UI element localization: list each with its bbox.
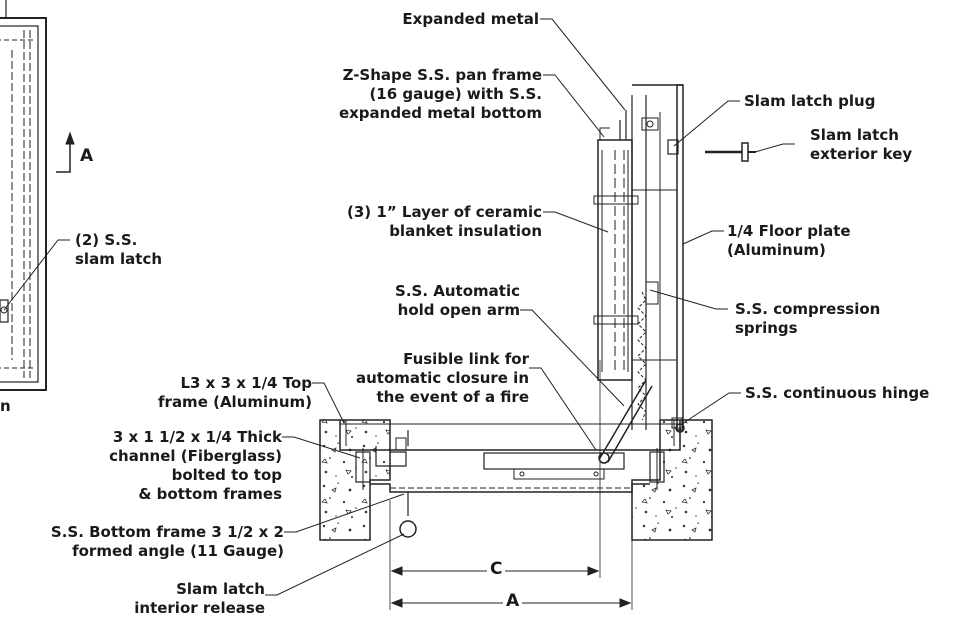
label-hold-open-line1: S.S. Automatic [395,282,520,300]
label-exterior-key-line2: exterior key [810,145,913,163]
label-hold-open-arm: S.S. Automatic hold open arm [395,282,520,320]
label-top-frame: L3 x 3 x 1/4 Top frame (Aluminum) [158,374,312,412]
fiberglass-channel [355,448,665,490]
expanded-metal-lip [599,110,627,140]
bottom-frame [370,483,650,493]
label-exterior-key: Slam latch exterior key [810,126,912,164]
label-exterior-key-line1: Slam latch [810,126,899,144]
label-interior-release-line2: interior release [134,599,265,617]
label-pan-frame-line1: Z-Shape S.S. pan frame [342,66,542,84]
label-fusible-link: Fusible link for automatic closure in th… [356,350,529,407]
slam-latch-plug [641,117,679,155]
centerline [389,360,633,610]
interior-release-ring [399,520,417,538]
continuous-hinge [671,417,685,433]
label-slam-latch-plug: Slam latch plug [744,92,876,110]
label-bottom-frame-line2: formed angle (11 Gauge) [72,542,284,560]
label-fiberglass-channel: 3 x 1 1/2 x 1/4 Thick channel (Fiberglas… [109,428,282,504]
label-pan-frame: Z-Shape S.S. pan frame (16 gauge) with S… [339,66,542,123]
label-fusible-line1: Fusible link for [403,350,529,368]
label-continuous-hinge: S.S. continuous hinge [745,384,930,402]
leader-lines [3,18,795,596]
door-frame-channels [631,95,677,430]
hold-open-arm [598,379,653,464]
pan-frame-insulation [593,139,639,381]
slam-latch-key [705,142,756,162]
compression-springs [637,281,659,421]
label-pan-frame-line3: expanded metal bottom [338,104,542,122]
plan-view-partial [0,0,47,391]
label-interior-release: Slam latch interior release [134,580,265,618]
dimension-c-label: C [487,559,506,579]
top-frame [339,420,681,451]
label-insulation-line2: blanket insulation [389,222,542,240]
label-floor-plate-line2: (Aluminum) [727,241,826,259]
slam-latch-bracket [375,430,409,516]
partial-text: n [0,397,11,415]
label-interior-release-line1: Slam latch [176,580,265,598]
label-fusible-line2: automatic closure in [355,369,529,387]
label-channel-line4: & bottom frames [138,485,282,503]
label-expanded-metal: Expanded metal [402,10,539,28]
floor-plate [632,84,684,431]
concrete-slab-right [631,419,713,541]
label-slam-latch: (2) S.S. slam latch [75,231,162,269]
label-compression-springs: S.S. compression springs [735,300,880,338]
label-floor-plate: 1/4 Floor plate (Aluminum) [727,222,851,260]
section-marker-label: A [80,146,94,166]
label-top-frame-line1: L3 x 3 x 1/4 Top [180,374,312,392]
label-channel-line2: channel (Fiberglass) [109,447,282,465]
label-channel-line1: 3 x 1 1/2 x 1/4 Thick [112,428,282,446]
label-bottom-frame-line1: S.S. Bottom frame 3 1/2 x 2 [50,523,284,541]
label-fusible-line3: the event of a fire [376,388,529,406]
label-insulation: (3) 1” Layer of ceramic blanket insulati… [347,203,542,241]
label-insulation-line1: (3) 1” Layer of ceramic [347,203,542,221]
dimension-a-label: A [503,591,523,611]
label-hold-open-line2: hold open arm [397,301,520,319]
label-slam-latch-line2: slam latch [75,250,163,268]
label-springs-line1: S.S. compression [735,300,881,318]
label-springs-line2: springs [735,319,798,337]
label-floor-plate-line1: 1/4 Floor plate [727,222,851,240]
label-pan-frame-line2: (16 gauge) with S.S. [369,85,542,103]
section-marker-arrow [56,131,75,173]
concrete-slab-left [319,419,391,541]
label-slam-latch-line1: (2) S.S. [75,231,138,249]
label-bottom-frame: S.S. Bottom frame 3 1/2 x 2 formed angle… [51,523,284,561]
hold-open-track [483,452,625,480]
label-top-frame-line2: frame (Aluminum) [158,393,312,411]
label-channel-line3: bolted to top [171,466,282,484]
